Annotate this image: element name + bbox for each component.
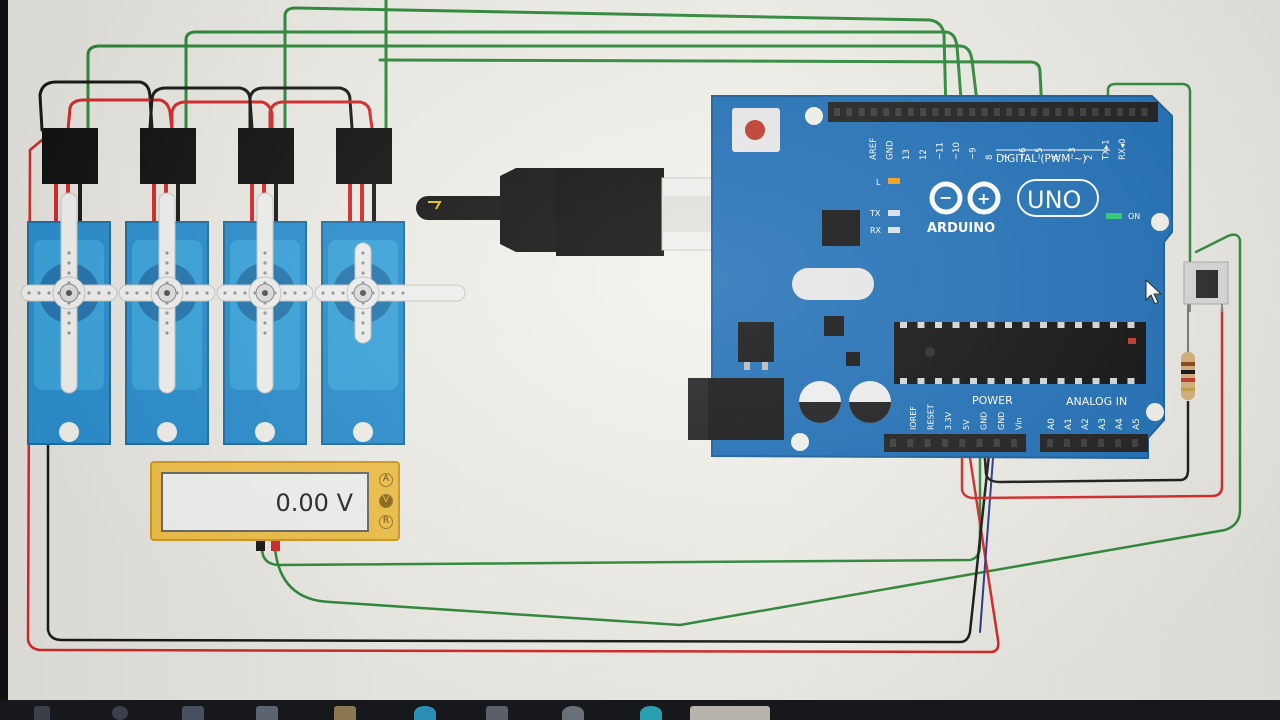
power-pin-label: GND	[997, 412, 1006, 430]
wire-green-pin2[interactable]	[1106, 82, 1192, 264]
digital-pin-label: ~3	[1068, 147, 1078, 160]
wire-green-pin6[interactable]	[378, 58, 1044, 114]
app4-icon[interactable]	[690, 706, 770, 720]
resistor-icon[interactable]	[1181, 352, 1195, 400]
brand-label: ARDUINO	[927, 221, 995, 236]
wires	[26, 0, 1242, 654]
on-label: ON	[1128, 212, 1140, 221]
servo-connector[interactable]	[336, 128, 392, 184]
digital-pin-label: 2	[1085, 155, 1095, 160]
usb-chip	[822, 210, 860, 246]
folder-icon[interactable]	[334, 706, 356, 720]
power-pin-label: RESET	[927, 404, 936, 430]
power-pin-label: 5V	[962, 419, 971, 430]
led-rx-label: RX	[870, 226, 882, 235]
multimeter-probe-red[interactable]	[271, 541, 280, 551]
servo-connector[interactable]	[42, 128, 98, 184]
servo-motor[interactable]	[118, 128, 216, 445]
power-pin-label: Vin	[1015, 417, 1024, 430]
start-icon[interactable]	[34, 706, 50, 720]
digital-pin-label: RX◂0	[1118, 139, 1128, 160]
multimeter-display: 0.00 V	[161, 472, 369, 532]
servo-connector[interactable]	[140, 128, 196, 184]
multimeter[interactable]: 0.00 V A V R	[150, 461, 400, 541]
search-icon[interactable]	[112, 706, 128, 720]
servo-motor[interactable]	[216, 128, 314, 445]
wire-black-ground[interactable]	[46, 443, 992, 644]
wire-black-resistor[interactable]	[982, 400, 1190, 484]
servo-group	[20, 128, 466, 445]
wire-green-servo3[interactable]	[283, 6, 948, 130]
digital-pin-label: ~6	[1018, 147, 1028, 160]
digital-pin-label: 12	[919, 149, 929, 160]
analog-label: ANALOG IN	[1066, 395, 1127, 408]
analog-pin-label: A0	[1047, 418, 1057, 430]
monitor-bezel	[0, 0, 10, 720]
analog-pin-label: A2	[1081, 418, 1091, 430]
digital-pin-label: ~5	[1035, 147, 1045, 160]
analog-pin-label: A3	[1098, 418, 1108, 430]
svg-text:−: −	[939, 188, 952, 207]
digital-pin-label: 4	[1052, 155, 1062, 160]
power-header[interactable]	[884, 434, 1026, 452]
app3-icon[interactable]	[562, 706, 584, 720]
svg-text:+: +	[977, 189, 990, 208]
analog-pin-label: A4	[1115, 418, 1125, 430]
analog-pin-label: A1	[1064, 418, 1074, 430]
app-icon[interactable]	[256, 706, 278, 720]
wire-red-5v[interactable]	[960, 306, 1224, 500]
servo-connector[interactable]	[238, 128, 294, 184]
digital-pin-label: 13	[902, 149, 912, 160]
atmega-chip	[894, 322, 1146, 384]
led-tx-label: TX	[869, 209, 881, 218]
analog-header[interactable]	[1040, 434, 1148, 452]
browser-icon[interactable]	[640, 706, 662, 720]
led-l-icon	[888, 178, 900, 184]
arduino-logo-icon	[929, 181, 1001, 215]
wire-green-to-button[interactable]	[273, 233, 1242, 627]
model-label: UNO	[1027, 186, 1081, 214]
servo-motor[interactable]	[314, 128, 466, 445]
digital-pin-label: ~10	[952, 142, 962, 160]
analog-pin-label: A5	[1132, 418, 1142, 430]
servo-motor[interactable]	[20, 128, 118, 445]
power-pin-label: 3.3V	[944, 411, 953, 430]
digital-pwm-label: DIGITAL (PWM ~)	[996, 153, 1087, 165]
edge-icon[interactable]	[414, 706, 436, 720]
digital-pin-label: AREF	[869, 138, 879, 160]
power-label: POWER	[972, 394, 1013, 407]
mouse-cursor-icon	[1145, 278, 1163, 305]
digital-header[interactable]	[828, 102, 1158, 122]
led-l-label: L	[876, 178, 881, 187]
terminal-resistance[interactable]: R	[379, 515, 393, 529]
digital-pin-label: ~11	[935, 142, 945, 160]
pushbutton-icon[interactable]	[1183, 261, 1229, 312]
wire-blue-ground[interactable]	[979, 444, 995, 633]
crystal	[792, 268, 874, 300]
digital-pin-label: ~9	[969, 147, 979, 160]
wire-green-servo2[interactable]	[184, 30, 964, 130]
terminal-volt[interactable]: V	[379, 494, 393, 508]
digital-pin-label: 8	[985, 155, 995, 160]
digital-pin-label: 7	[1002, 155, 1012, 160]
terminal-ampere[interactable]: A	[379, 473, 393, 487]
power-pin-label: IOREF	[909, 406, 918, 430]
multimeter-reading: 0.00 V	[275, 489, 353, 517]
power-pin-label: GND	[979, 412, 988, 430]
wire-green-servo1[interactable]	[86, 44, 980, 134]
app2-icon[interactable]	[486, 706, 508, 720]
multimeter-probe-black[interactable]	[256, 541, 265, 551]
digital-pin-label: GND	[886, 140, 896, 160]
wire-red-power[interactable]	[26, 138, 1000, 654]
store-icon[interactable]	[182, 706, 204, 720]
taskbar	[0, 700, 1280, 720]
